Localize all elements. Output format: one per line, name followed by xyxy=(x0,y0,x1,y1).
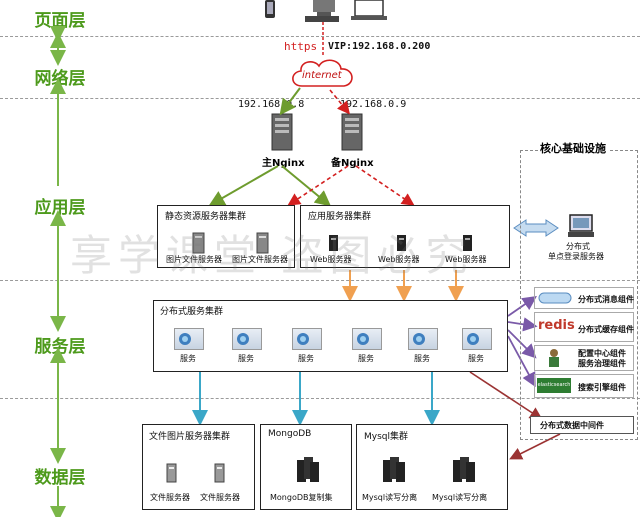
service-node-icon xyxy=(462,328,492,350)
file-server-icon xyxy=(166,463,177,483)
service-node-icon xyxy=(352,328,382,350)
layer-label-page: 页面层 xyxy=(34,11,86,31)
data-middleware-label: 分布式数据中间件 xyxy=(540,421,604,430)
internet-cloud xyxy=(292,59,353,87)
web-server-label: Web服务器 xyxy=(445,255,487,264)
service-node-label: 服务 xyxy=(180,354,196,363)
file-server-icon xyxy=(214,463,225,483)
mysql-cluster-title: Mysql集群 xyxy=(364,432,408,442)
service-node-icon xyxy=(408,328,438,350)
mongodb-replica-label: MongoDB复制集 xyxy=(270,493,333,502)
file-image-cluster-title: 文件图片服务器集群 xyxy=(149,432,231,442)
divider-service-data xyxy=(0,398,640,399)
file-server-label: 文件服务器 xyxy=(150,493,190,502)
static-server-label: 图片文件服务器 xyxy=(166,255,222,264)
nginx-backup-label: 备Nginx xyxy=(331,158,374,169)
nginx-backup-server-icon xyxy=(341,113,363,151)
image-file-server-icon xyxy=(256,232,269,254)
client-devices xyxy=(265,0,387,22)
service-node-icon xyxy=(292,328,322,350)
image-file-server-icon xyxy=(192,232,205,254)
mysql-server-label: Mysql读写分离 xyxy=(362,493,418,502)
web-server-icon xyxy=(463,235,472,251)
cache-component-row xyxy=(534,312,634,342)
governance-component-label: 服务治理组件 xyxy=(578,359,626,368)
service-node-label: 服务 xyxy=(358,354,374,363)
nginx-primary-server-icon xyxy=(271,113,293,151)
cache-component-label: 分布式缓存组件 xyxy=(578,325,634,334)
mysql-cluster xyxy=(356,424,508,510)
data-middleware-box xyxy=(530,416,634,434)
divider-network-app xyxy=(0,98,640,99)
static-resource-cluster xyxy=(157,205,295,268)
ip-primary: 192.168.0.8 xyxy=(238,99,305,110)
redis-logo: redis xyxy=(538,318,575,333)
config-component-label: 配置中心组件 xyxy=(578,349,626,358)
message-component-row xyxy=(534,287,634,309)
watermark: 享学课堂 盗图必究 xyxy=(70,231,474,280)
divider-page-network xyxy=(0,36,640,37)
layer-label-app: 应用层 xyxy=(34,198,86,218)
sso-label-line2: 单点登录服务器 xyxy=(548,252,604,261)
service-node-label: 服务 xyxy=(468,354,484,363)
service-node-icon xyxy=(174,328,204,350)
sso-computer-icon xyxy=(568,214,594,237)
mysql-server-stack-icon xyxy=(383,457,405,482)
static-resource-cluster-title: 静态资源服务器集群 xyxy=(165,212,247,222)
message-queue-icon xyxy=(538,292,572,304)
mysql-server-stack-icon xyxy=(453,457,475,482)
zookeeper-icon xyxy=(549,349,559,367)
service-node-label: 服务 xyxy=(414,354,430,363)
file-server-label: 文件服务器 xyxy=(200,493,240,502)
core-infrastructure-title: 核心基础设施 xyxy=(538,140,608,156)
static-server-label: 图片文件服务器 xyxy=(232,255,288,264)
config-component-row xyxy=(534,345,634,371)
ip-backup: 192.168.0.9 xyxy=(340,99,407,110)
mongodb-server-stack-icon xyxy=(297,457,319,482)
service-cluster xyxy=(153,300,508,372)
web-server-label: Web服务器 xyxy=(378,255,420,264)
file-image-cluster xyxy=(142,424,255,510)
service-node-label: 服务 xyxy=(238,354,254,363)
mongodb-cluster-title: MongoDB xyxy=(268,429,312,439)
service-node-label: 服务 xyxy=(298,354,314,363)
https-label: https xyxy=(284,40,318,53)
web-server-icon xyxy=(329,235,338,251)
divider-app-service xyxy=(0,280,640,281)
nginx-primary-label: 主Nginx xyxy=(262,158,305,169)
internet-label: internet xyxy=(302,70,342,81)
message-component-label: 分布式消息组件 xyxy=(578,295,634,304)
service-cluster-title: 分布式服务集群 xyxy=(160,307,224,317)
search-component-label: 搜索引擎组件 xyxy=(578,383,626,392)
app-server-cluster-title: 应用服务器集群 xyxy=(308,212,372,222)
vip-label: VIP:192.168.0.200 xyxy=(328,41,431,52)
layer-label-data: 数据层 xyxy=(34,468,86,488)
sso-label-line1: 分布式 xyxy=(566,242,590,251)
elasticsearch-logo: elasticsearch xyxy=(537,378,571,393)
search-component-row xyxy=(534,374,634,398)
web-server-label: Web服务器 xyxy=(310,255,352,264)
mysql-server-label: Mysql读写分离 xyxy=(432,493,488,502)
service-node-icon xyxy=(232,328,262,350)
web-server-icon xyxy=(397,235,406,251)
